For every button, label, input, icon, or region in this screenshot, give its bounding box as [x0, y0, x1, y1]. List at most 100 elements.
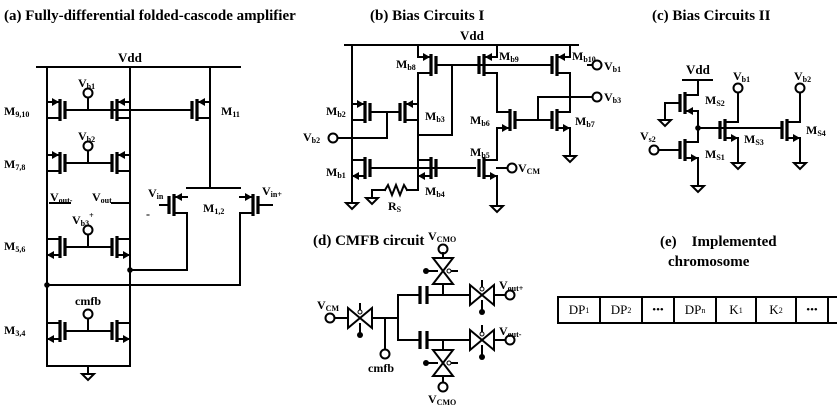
arrow-icon: [686, 107, 693, 115]
vs2-label: Vs2: [640, 129, 656, 144]
arrow-icon: [47, 335, 54, 343]
ground-icon: [343, 202, 361, 211]
vin-plus-label-sub: in+: [271, 190, 283, 199]
vb1-label: Vb1: [78, 76, 95, 91]
wire: [406, 175, 419, 191]
mb2-label-main: M: [326, 104, 337, 118]
gene-index: 1: [738, 305, 743, 315]
vb2-label: Vb2: [303, 130, 320, 145]
arrow-icon: [406, 100, 413, 108]
ms1-label-sub: S1: [716, 153, 724, 162]
gene-index: 1: [585, 305, 590, 315]
vdd-label: Vdd: [460, 28, 485, 43]
vb1-label-main: V: [733, 69, 742, 83]
m1-2-label-main: M: [203, 201, 214, 215]
rs-label: RS: [388, 199, 402, 214]
vout-minus-label-sub: out-: [508, 330, 522, 339]
gene-label: K: [729, 302, 739, 317]
arrow-icon: [118, 151, 125, 159]
terminal-circle: [82, 308, 94, 320]
mb1-label: Mb1: [326, 165, 346, 180]
gene-index: 2: [778, 305, 783, 315]
ground-icon: [79, 373, 97, 382]
panel-c-title: (c) Bias Circuits II: [652, 8, 771, 24]
wire: [129, 212, 188, 271]
tg-bubble: [357, 309, 363, 315]
wire: [46, 212, 241, 286]
m9-10-label-sub: 9,10: [15, 110, 29, 119]
arrow-icon: [418, 172, 425, 180]
arrow-icon: [245, 193, 252, 201]
panel-b-title: (b) Bias Circuits I: [370, 8, 484, 24]
m3-4-label-sub: 3,4: [15, 329, 25, 338]
vb1-label-main: V: [78, 76, 87, 90]
gene-index: 2: [627, 305, 632, 315]
vb1-label-sub: b1: [87, 82, 95, 91]
rs-label-main: R: [388, 199, 397, 213]
arrow-icon: [485, 53, 492, 61]
ms3-label-main: M: [744, 132, 755, 146]
mb4-label-main: M: [425, 184, 436, 198]
mb7-label-main: M: [575, 114, 586, 128]
vin-plus-label-main: V: [262, 184, 271, 198]
vout-minus-label: Vout-: [499, 324, 522, 339]
vcmo-top-label: VCMO: [428, 229, 456, 244]
arrow-icon: [352, 172, 359, 180]
vs2-label-main: V: [640, 129, 649, 143]
arrow-icon: [558, 53, 565, 61]
terminal-circle: [732, 82, 744, 94]
ground-icon: [363, 197, 381, 206]
vcmo-top-label-main: V: [428, 229, 437, 243]
mb5-label-main: M: [470, 145, 481, 159]
ground-icon: [791, 162, 809, 171]
vcm-label-sub: CM: [326, 304, 340, 313]
vb2-label-main: V: [794, 69, 803, 83]
tg-bubble: [479, 354, 485, 360]
gene-label: DP: [610, 302, 628, 317]
terminal-circle: [506, 162, 518, 174]
arrow-icon: [563, 124, 570, 132]
vcmo-bottom-label: VCMO: [428, 392, 456, 407]
vcm-label-sub: CM: [527, 167, 541, 176]
terminal-circle: [504, 334, 516, 346]
m1-2-label-sub: 1,2: [214, 207, 224, 216]
gene-label: DP: [684, 302, 702, 317]
arrow-icon: [52, 151, 59, 159]
ms2-label-main: M: [705, 93, 716, 107]
ms1-label: MS1: [705, 147, 725, 162]
vb1-label: Vb1: [733, 69, 750, 84]
vin-minus-label-sub: in: [157, 192, 164, 201]
m7-8-label-sub: 7,8: [15, 163, 25, 172]
mb4-label-sub: b4: [436, 190, 444, 199]
gene-index: n: [701, 305, 706, 315]
mb8-label: Mb8: [396, 57, 416, 72]
cmfb-label: cmfb: [368, 361, 394, 375]
panel-d-title: (d) CMFB circuit: [313, 233, 424, 249]
vcmo-bottom-label-sub: CMO: [437, 398, 457, 407]
gene-label: DP: [568, 302, 586, 317]
transmission-gate-icon: [469, 282, 495, 308]
vb1-label-main: V: [604, 59, 613, 73]
mb2-label-sub: b2: [337, 110, 345, 119]
tg-bubble: [423, 360, 429, 366]
tg-bubble: [423, 268, 429, 274]
vout-minus-label: Vout-: [50, 190, 73, 205]
mb7-label: Mb7: [575, 114, 595, 129]
terminal-circle: [648, 144, 660, 156]
mb6-label-sub: b6: [481, 119, 489, 128]
arrow-icon: [175, 193, 182, 201]
mb3-label-main: M: [425, 109, 436, 123]
transmission-gate-icon: [430, 257, 456, 285]
vout-plus-label-sub: out+: [508, 284, 524, 293]
vb3-label-sub: b3: [81, 219, 89, 228]
gene-cell: Km: [829, 298, 837, 322]
vb2-label-sub: b2: [87, 135, 95, 144]
mb10-label-sub: b10: [583, 55, 595, 64]
tg-bubble: [357, 332, 363, 338]
vdd-label: Vdd: [686, 62, 711, 77]
terminal-circle: [504, 289, 516, 301]
